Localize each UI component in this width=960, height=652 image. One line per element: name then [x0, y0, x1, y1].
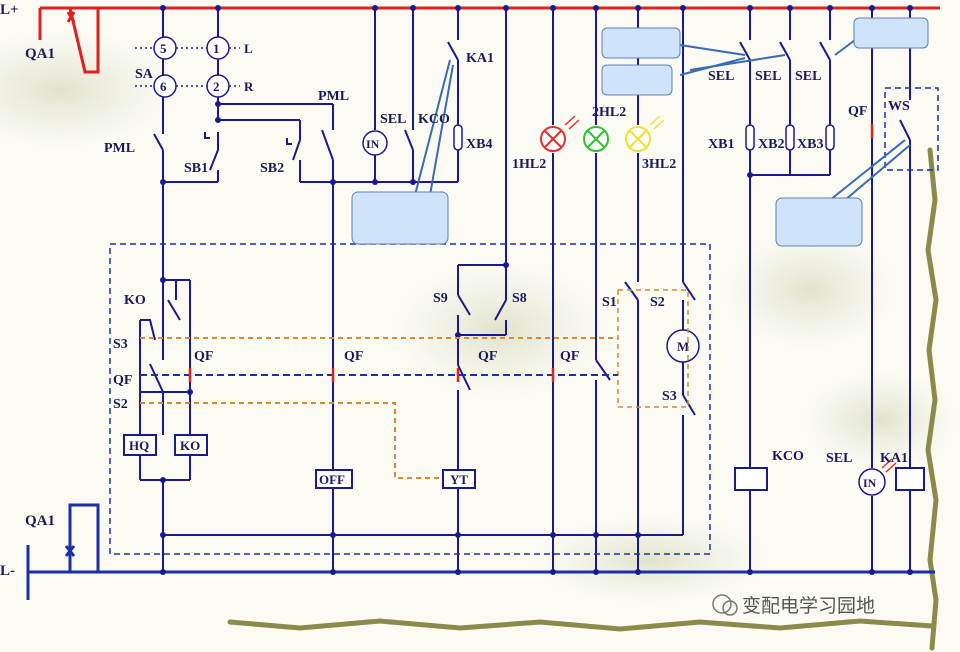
qf3-label: QF [478, 349, 497, 364]
sb1-label: SB1 [184, 161, 208, 176]
s2-left-label: S2 [113, 397, 128, 412]
s3-right-label: S3 [662, 389, 677, 404]
motor: M [666, 329, 700, 363]
sa-contact-2: 2 [213, 79, 220, 94]
qf-left-label: QF [113, 373, 132, 388]
qa1-top-label: QA1 [25, 46, 55, 62]
lamp-2hl2 [583, 126, 609, 152]
sa-contact-6: 6 [160, 79, 167, 94]
kco-bottom-label: KCO [772, 449, 804, 464]
background-foliage [0, 30, 960, 605]
s9-label: S9 [433, 291, 448, 306]
xb3-label: XB3 [797, 137, 823, 152]
kco-top-label: KCO [418, 112, 450, 127]
hl2-label: 2HL2 [592, 105, 626, 120]
ko-label: KO [124, 293, 146, 308]
rail-positive-label: L+ [0, 2, 19, 18]
motor-label: M [677, 339, 689, 354]
ka1-bottom-label: KA1 [880, 451, 908, 466]
sb2-label: SB2 [260, 161, 284, 176]
in-meter-top: IN [362, 130, 388, 156]
off-coil-label: OFF [319, 472, 345, 487]
sa-contact-5: 5 [160, 41, 167, 56]
junction-dots [160, 5, 913, 575]
xb1-label: XB1 [708, 137, 734, 152]
pml-left-label: PML [104, 141, 135, 156]
hl3-label: 3HL2 [642, 157, 676, 172]
s3-left-label: S3 [113, 337, 128, 352]
hl1-label: 1HL2 [512, 157, 546, 172]
ko-coil-label: KO [180, 438, 200, 453]
qa1-bottom-label: QA1 [25, 513, 55, 529]
qf-red-marks [188, 124, 874, 382]
yt-coil-label: YT [450, 472, 468, 487]
s8-label: S8 [512, 291, 527, 306]
rail-negative-label: L- [0, 563, 15, 579]
callout-pointers [414, 39, 911, 201]
lamp-3hl2 [625, 115, 665, 152]
watermark-text: 变配电学习园地 [742, 595, 875, 617]
sel3-label: SEL [795, 69, 821, 84]
sa-contact-1: 1 [213, 41, 220, 56]
sa-selector-switch: 5 1 6 2 SA L R [135, 36, 254, 98]
qa1-bottom-breaker [26, 503, 100, 600]
switch-contacts [140, 41, 911, 416]
xb-elements [453, 124, 835, 151]
s2-right-label: S2 [650, 295, 665, 310]
watermark: 变配电学习园地 [712, 594, 875, 617]
qa1-top-breaker [38, 6, 100, 74]
sel-top-label: SEL [380, 112, 406, 127]
in-meter-bottom: IN [858, 468, 886, 496]
ws-label: WS [888, 99, 910, 114]
ka1-top-label: KA1 [466, 51, 494, 66]
qf-right-label: QF [848, 104, 867, 119]
sel1-label: SEL [708, 69, 734, 84]
hq-coil-label: HQ [129, 438, 149, 453]
sel-bottom-label: SEL [826, 451, 852, 466]
linkage-lines [140, 337, 618, 479]
in-meter-bottom-label: IN [863, 476, 877, 490]
sa-position-r: R [244, 79, 254, 94]
qf2-label: QF [344, 349, 363, 364]
lamp-ka1-indicator [881, 458, 897, 473]
qf4-label: QF [560, 349, 579, 364]
sa-position-l: L [244, 41, 253, 56]
s1-label: S1 [602, 295, 617, 310]
component-labels: PML PML SB1 SB2 SEL KCO KA1 XB4 1HL2 2HL… [104, 51, 910, 466]
pml-right-label: PML [318, 89, 349, 104]
callout-boxes [351, 17, 929, 247]
sa-label: SA [135, 67, 154, 82]
sel2-label: SEL [755, 69, 781, 84]
auxiliary-dashed-box [617, 289, 689, 408]
in-meter-top-label: IN [366, 137, 380, 151]
xb2-label: XB2 [758, 137, 784, 152]
xb4-label: XB4 [466, 137, 492, 152]
qf1-label: QF [194, 349, 213, 364]
coil-boxes [123, 434, 925, 491]
wechat-icon [712, 594, 732, 614]
lamp-1hl2 [540, 115, 580, 152]
